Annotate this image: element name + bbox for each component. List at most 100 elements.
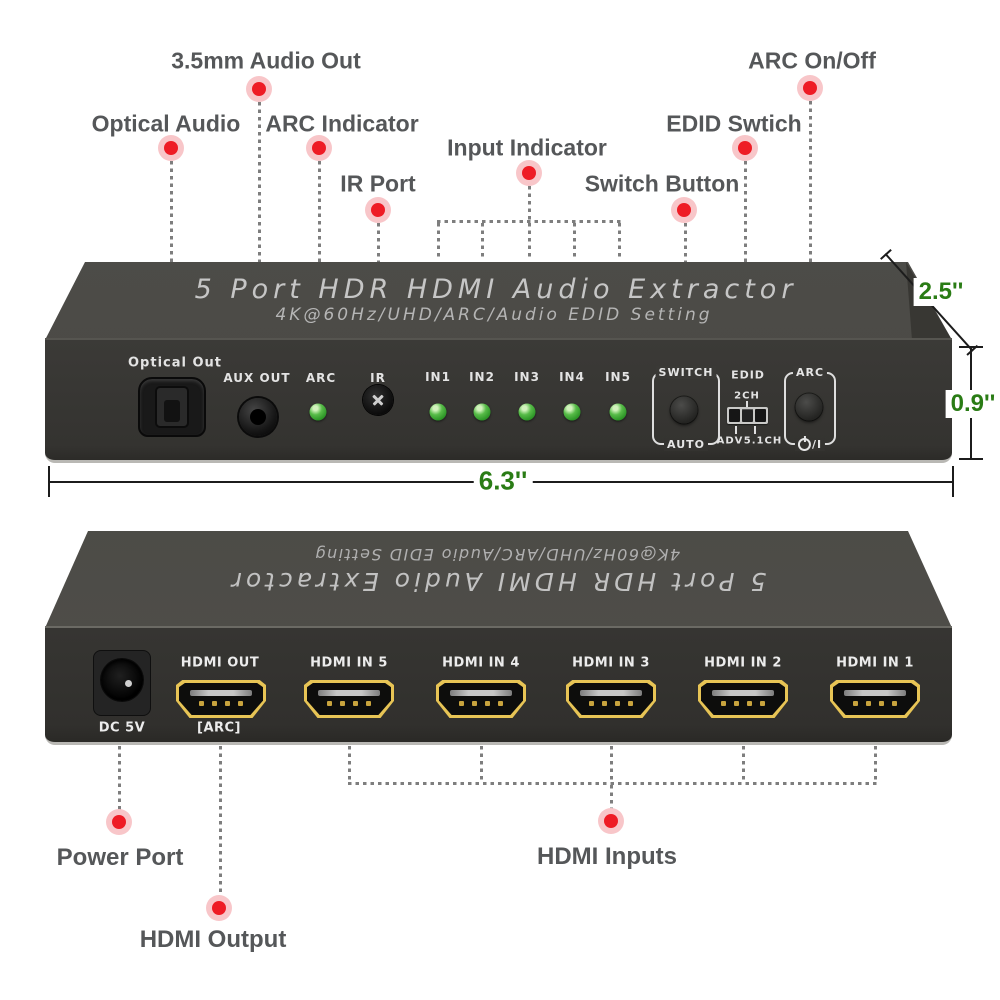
callout-label-input-indicator: Input Indicator bbox=[447, 134, 607, 161]
edid-label: EDID bbox=[731, 368, 765, 382]
edid-slide-switch bbox=[727, 407, 768, 424]
device-subtitle: 4K@60Hz/UHD/ARC/Audio EDID Setting bbox=[275, 305, 713, 325]
hdmi-in2-label: HDMI IN 2 bbox=[704, 655, 782, 671]
callout-label-hdmi-inputs: HDMI Inputs bbox=[537, 843, 677, 870]
callout-dot-icon bbox=[516, 160, 542, 186]
callout-label-35mm-audio-out: 3.5mm Audio Out bbox=[171, 47, 361, 74]
hdmi-in1-port bbox=[830, 680, 920, 718]
leader-line bbox=[348, 746, 351, 783]
callout-dot-icon bbox=[598, 808, 624, 834]
in5-label: IN5 bbox=[605, 370, 631, 384]
callout-label-arc-on-off: ARC On/Off bbox=[748, 47, 876, 74]
edid-tick bbox=[735, 426, 737, 434]
hdmi-in5-label: HDMI IN 5 bbox=[310, 655, 388, 671]
callout-dot-icon bbox=[246, 76, 272, 102]
leader-line bbox=[118, 746, 121, 810]
width-dimension: 6.3'' bbox=[473, 465, 533, 497]
leader-line bbox=[318, 161, 321, 262]
in4-label: IN4 bbox=[559, 370, 585, 384]
leader-line bbox=[610, 746, 613, 783]
edid-2ch-label: 2CH bbox=[734, 390, 760, 402]
device-title-rotated: 5 Port HDR HDMI Audio Extractor bbox=[227, 567, 767, 596]
callout-label-arc-indicator: ARC Indicator bbox=[265, 110, 419, 137]
dc-power-jack bbox=[93, 650, 151, 716]
input-led-4 bbox=[563, 403, 581, 421]
device-subtitle-rotated: 4K@60Hz/UHD/ARC/Audio EDID Setting bbox=[313, 545, 681, 564]
edid-51ch-label: 5.1CH bbox=[743, 435, 783, 447]
leader-line bbox=[874, 746, 877, 783]
hdmi-out-port bbox=[176, 680, 266, 718]
arc-led bbox=[309, 403, 327, 421]
callout-label-hdmi-output: HDMI Output bbox=[139, 926, 287, 953]
hdmi-in4-label: HDMI IN 4 bbox=[442, 655, 520, 671]
callout-label-edid-switch: EDID Swtich bbox=[666, 110, 802, 137]
power-icon bbox=[797, 438, 811, 451]
switch-label: SWITCH bbox=[655, 366, 717, 379]
arc-power-label: /I bbox=[794, 438, 826, 451]
ir-receiver bbox=[363, 385, 393, 415]
dimension-cap bbox=[959, 346, 983, 348]
callout-dot-icon bbox=[365, 197, 391, 223]
hdmi-out-label: HDMI OUT bbox=[180, 655, 260, 671]
leader-bracket bbox=[437, 220, 621, 223]
in3-label: IN3 bbox=[514, 370, 540, 384]
callout-dot-icon bbox=[106, 809, 132, 835]
leader-line bbox=[744, 161, 747, 262]
callout-dot-icon bbox=[671, 197, 697, 223]
leader-line bbox=[219, 746, 222, 896]
hdmi-in2-port bbox=[698, 680, 788, 718]
aux-out-label: AUX OUT bbox=[223, 371, 291, 385]
leader-line bbox=[481, 223, 484, 259]
device-seam bbox=[45, 626, 952, 628]
leader-line bbox=[742, 746, 745, 783]
callout-dot-icon bbox=[797, 75, 823, 101]
optical-port-core bbox=[164, 400, 180, 423]
input-led-1 bbox=[429, 403, 447, 421]
device-seam bbox=[45, 338, 952, 340]
leader-bracket bbox=[348, 782, 877, 785]
arc-group-bracket: ARC /I bbox=[784, 366, 836, 451]
optical-out-label: Optical Out bbox=[127, 355, 223, 371]
auto-label: AUTO bbox=[664, 438, 708, 451]
device-title: 5 Port HDR HDMI Audio Extractor bbox=[194, 274, 798, 305]
dc-jack-hole bbox=[101, 659, 143, 702]
input-led-2 bbox=[473, 403, 491, 421]
input-led-3 bbox=[518, 403, 536, 421]
height-dimension: 0.9'' bbox=[945, 390, 1000, 418]
hdmi-in5-port bbox=[304, 680, 394, 718]
leader-line bbox=[258, 102, 261, 262]
callout-label-power-port: Power Port bbox=[56, 844, 184, 871]
depth-dimension: 2.5'' bbox=[913, 278, 969, 306]
arc-led-label: ARC bbox=[305, 371, 337, 385]
input-led-5 bbox=[609, 403, 627, 421]
edid-tick bbox=[754, 426, 756, 434]
callout-dot-icon bbox=[206, 895, 232, 921]
callout-label-ir-port: IR Port bbox=[340, 170, 416, 197]
dc-5v-label: DC 5V bbox=[98, 720, 146, 736]
leader-line bbox=[809, 101, 812, 262]
device-rear-top-text: 5 Port HDR HDMI Audio Extractor 4K@60Hz/… bbox=[97, 545, 897, 596]
in1-label: IN1 bbox=[425, 370, 451, 384]
leader-line bbox=[528, 186, 531, 220]
leader-line bbox=[480, 746, 483, 783]
hdmi-in4-port bbox=[436, 680, 526, 718]
in2-label: IN2 bbox=[469, 370, 495, 384]
callout-dot-icon bbox=[732, 135, 758, 161]
hdmi-in3-port bbox=[566, 680, 656, 718]
edid-tick bbox=[746, 401, 748, 407]
switch-button bbox=[670, 396, 698, 424]
edid-adv-label: ADV bbox=[716, 435, 744, 447]
callout-dot-icon bbox=[158, 135, 184, 161]
dimension-cap bbox=[959, 458, 983, 460]
switch-group-bracket: SWITCH AUTO bbox=[652, 366, 720, 451]
aux-jack bbox=[239, 398, 277, 436]
leader-line bbox=[170, 161, 173, 262]
leader-line bbox=[573, 223, 576, 259]
hdmi-out-arc-label: [ARC] bbox=[197, 720, 241, 736]
optical-port bbox=[138, 377, 206, 437]
hdmi-in1-label: HDMI IN 1 bbox=[836, 655, 914, 671]
hdmi-in3-label: HDMI IN 3 bbox=[572, 655, 650, 671]
